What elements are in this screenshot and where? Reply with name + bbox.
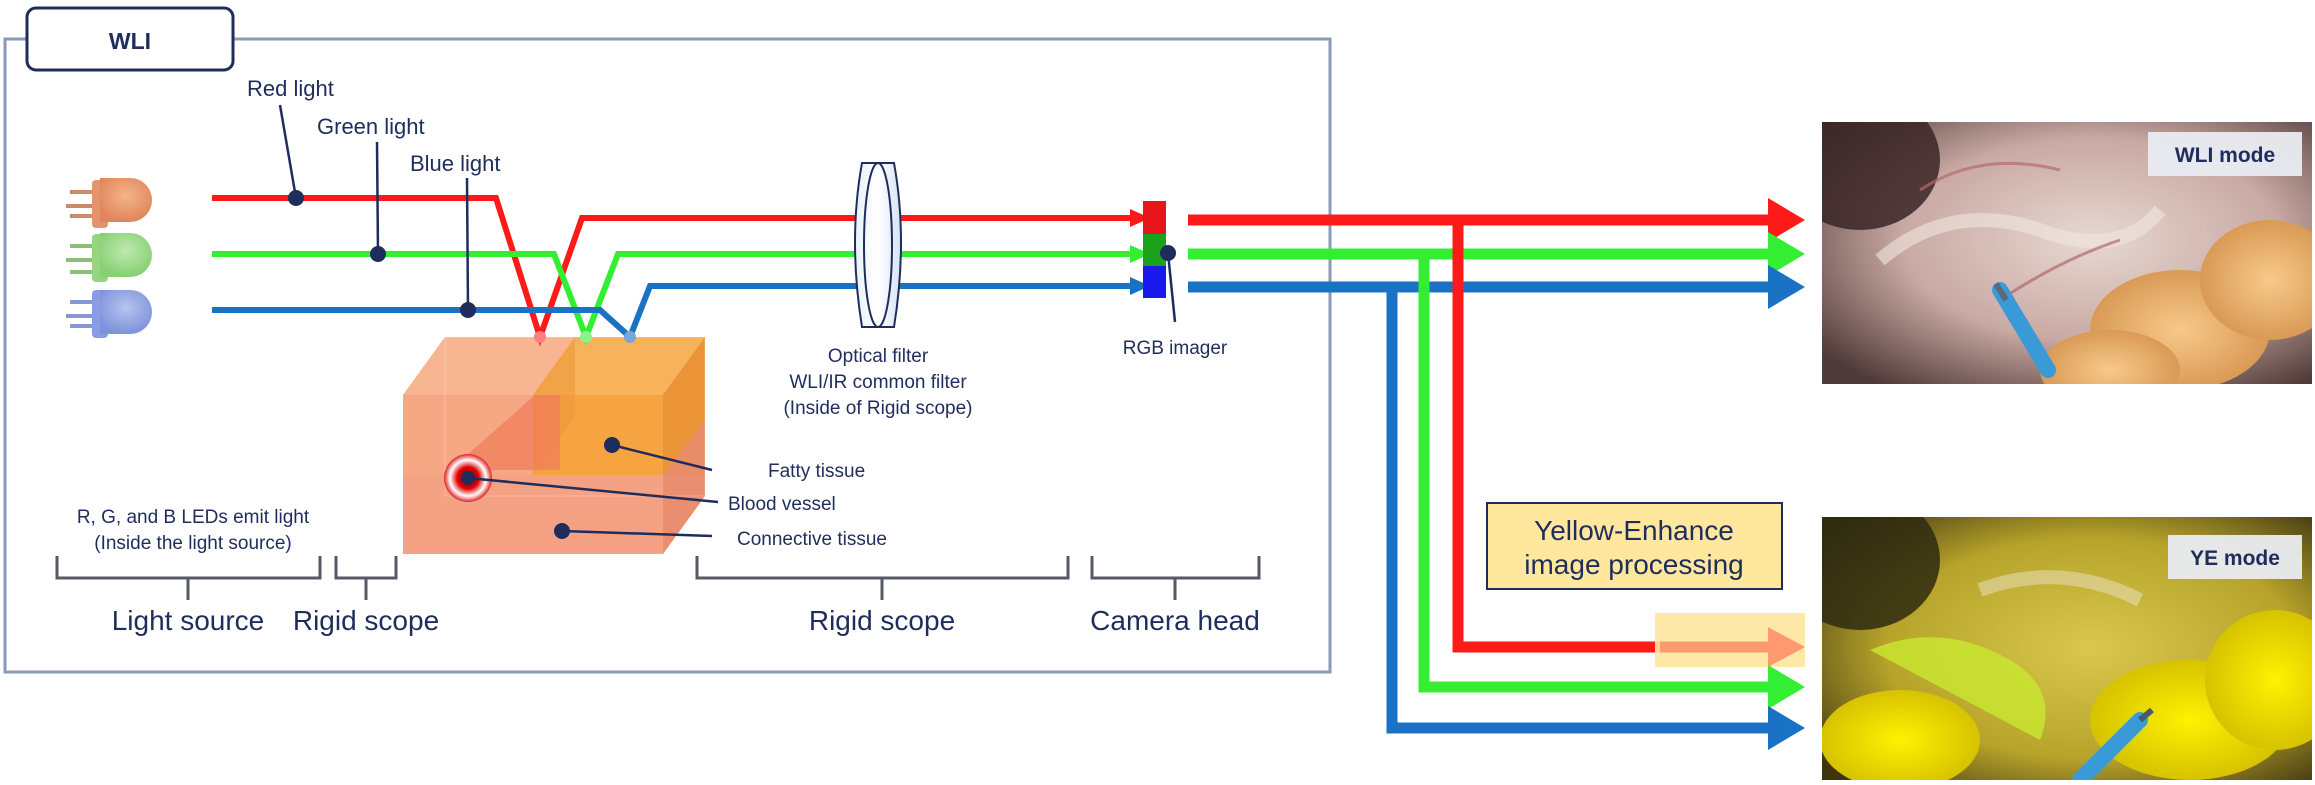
red-output-arrowhead-icon: [1768, 198, 1805, 242]
led-note-line1: R, G, and B LEDs emit light: [77, 507, 310, 528]
connective-tissue-label: Connective tissue: [737, 529, 887, 550]
blue-led-icon: [66, 290, 152, 338]
blue-output-arrowhead-icon: [1768, 265, 1805, 309]
wli-frame: [3, 37, 1332, 674]
green-output-arrowhead-icon: [1768, 232, 1805, 276]
camera-head-label: Camera head: [1090, 605, 1260, 636]
output-signal-arrows: [1188, 214, 1770, 734]
section-brackets: [55, 556, 1261, 600]
wli-mode-label: WLI mode: [2175, 144, 2275, 167]
red-light-label: Red light: [247, 76, 334, 101]
red-arrowhead-icon: [1130, 209, 1150, 227]
light-source-label: Light source: [112, 605, 265, 636]
rigid-scope-left-label: Rigid scope: [293, 605, 439, 636]
red-light-path: [212, 195, 1132, 347]
green-led-icon: [66, 233, 152, 282]
blue-light-path: [212, 283, 1132, 343]
wli-badge: WLI: [25, 6, 235, 72]
optical-filter-location: (Inside of Rigid scope): [783, 398, 972, 419]
optical-filter-lens: [854, 162, 902, 328]
blood-vessel-label: Blood vessel: [728, 494, 836, 515]
red-led-icon: [66, 178, 152, 228]
ye-processing-line1: Yellow-Enhance: [1534, 515, 1734, 546]
rigid-scope-right-label: Rigid scope: [809, 605, 955, 636]
optical-filter-type: WLI/IR common filter: [789, 372, 967, 393]
blue-ye-arrowhead-icon: [1768, 706, 1805, 750]
fatty-tissue-label: Fatty tissue: [768, 461, 865, 482]
ye-mode-image: [1822, 517, 2312, 780]
rgb-imager-label: RGB imager: [1123, 338, 1228, 359]
orange-output-arrowhead-icon: [1768, 627, 1805, 667]
wli-mode-image: [1822, 122, 2312, 384]
green-light-path: [212, 251, 1132, 346]
blue-arrowhead-icon: [1130, 277, 1150, 295]
green-light-label: Green light: [317, 114, 425, 139]
ye-processing-line2: image processing: [1524, 549, 1743, 580]
green-ye-arrowhead-icon: [1768, 665, 1805, 709]
green-arrowhead-icon: [1130, 245, 1150, 263]
blue-light-label: Blue light: [410, 151, 501, 176]
light-label-leaders: [278, 104, 470, 311]
rgb-imager-icon: [1143, 201, 1166, 298]
wli-badge-label: WLI: [109, 28, 151, 54]
ye-processing-box: Yellow-Enhance image processing: [1486, 502, 1783, 590]
ye-mode-label: YE mode: [2190, 547, 2280, 570]
led-note-line2: (Inside the light source): [94, 533, 292, 554]
tissue-block: [403, 336, 706, 554]
optical-filter-label: Optical filter: [828, 346, 929, 367]
